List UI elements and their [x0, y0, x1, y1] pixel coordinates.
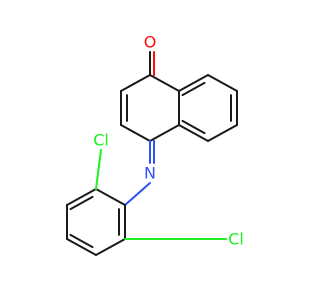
chlorine-top-bond [95, 149, 102, 190]
chemical-structure-diagram: O N Cl Cl [66, 33, 244, 256]
phenyl-bond-2 [66, 188, 97, 206]
molecule-canvas: O N Cl Cl [66, 32, 244, 256]
ring-b-bond-2 [207, 74, 238, 92]
ring-b-double-bond-5 [181, 119, 206, 135]
chlorine-atom-label-top: Cl [93, 131, 109, 150]
nitrogen-atom-label: N [144, 164, 156, 183]
phenyl-bond-1 [95, 188, 126, 206]
ring-a-bond-3 [120, 124, 151, 142]
ring-b-bond-1 [178, 74, 209, 92]
ring-a-bond-1 [120, 74, 151, 92]
phenyl-double-bond-4 [69, 233, 94, 249]
ring-a-bond-4 [149, 124, 180, 142]
chlorine-atom-label-bottom: Cl [228, 230, 244, 249]
n-aryl-bond [124, 182, 151, 206]
ring-b-bond-5 [178, 124, 209, 142]
phenyl-bond-4 [66, 238, 97, 256]
bond-layer [66, 51, 238, 256]
oxygen-atom-label: O [144, 33, 157, 52]
phenyl-double-bond-2 [69, 195, 94, 211]
ring-a-bond-6 [149, 74, 180, 92]
phenyl-bond-5 [95, 238, 126, 256]
ring-b-double-bond-1 [181, 81, 206, 97]
ring-b-bond-4 [207, 124, 238, 142]
